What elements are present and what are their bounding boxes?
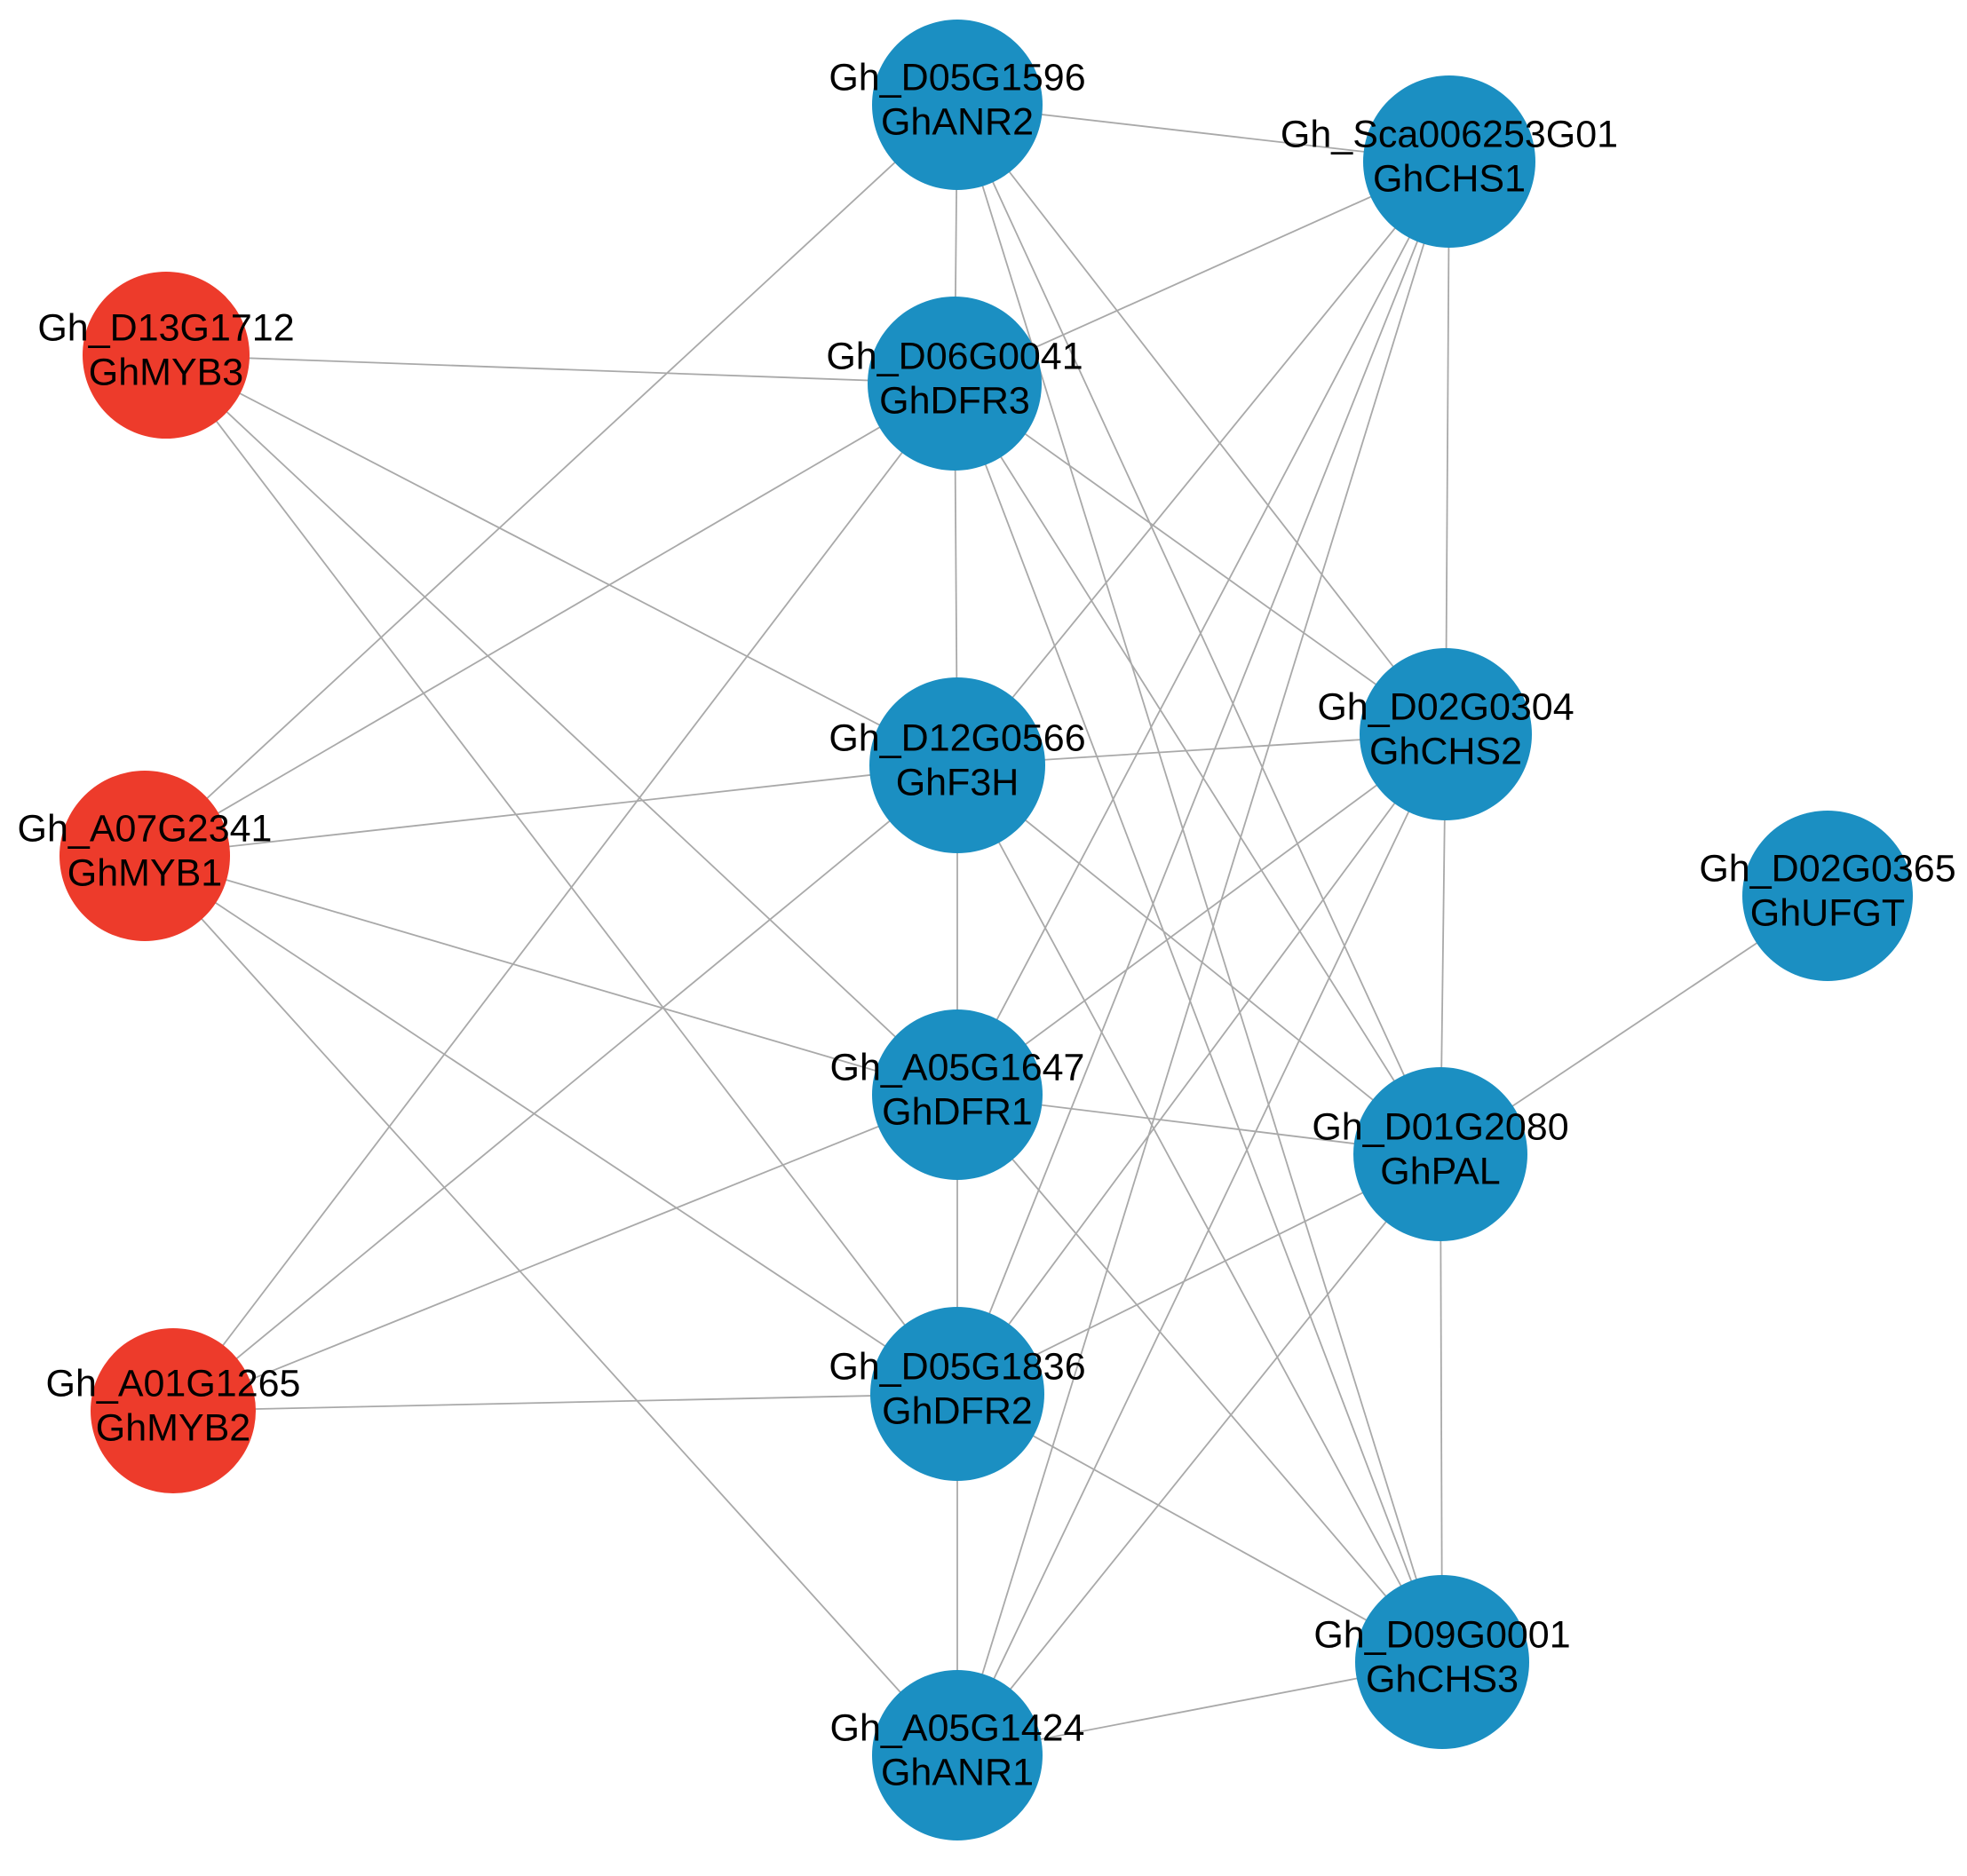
edge-Sca006253G01-A05G1424: [956, 161, 1450, 1756]
node-gene-name-label: GhMYB2: [96, 1406, 250, 1449]
node-gene-name-label: GhDFR1: [882, 1090, 1033, 1133]
node-gene-id-label: Gh_A05G1424: [830, 1706, 1085, 1749]
edge-D02G0304-A05G1647: [956, 733, 1447, 1096]
node-circle[interactable]: [872, 20, 1043, 190]
node-gene-id-label: Gh_D06G0041: [826, 335, 1083, 377]
edge-A05G1647-A01G1265: [172, 1094, 958, 1412]
node-gene-id-label: Gh_D05G1836: [829, 1345, 1085, 1388]
node-gene-name-label: GhPAL: [1380, 1150, 1500, 1192]
edge-D05G1836-D09G0001: [956, 1393, 1443, 1663]
node-gene-id-label: Gh_D09G0001: [1313, 1613, 1570, 1656]
node-circle[interactable]: [1363, 75, 1535, 248]
node-gene-id-label: Gh_A05G1647: [830, 1046, 1085, 1088]
edge-D12G0566-D09G0001: [956, 764, 1443, 1663]
edge-D06G0041-A07G2341: [144, 383, 956, 857]
node-gene-id-label: Gh_D12G0566: [829, 716, 1085, 759]
node-gene-id-label: Gh_Sca006253G01: [1281, 113, 1618, 155]
node-gene-name-label: GhMYB1: [67, 851, 222, 894]
edge-D12G0566-A07G2341: [144, 764, 958, 857]
edge-D06G0041-A01G1265: [172, 383, 956, 1412]
node-gene-name-label: GhDFR2: [882, 1389, 1033, 1432]
node-gene-name-label: GhCHS2: [1369, 730, 1522, 772]
node-circle[interactable]: [1742, 811, 1913, 981]
node-gene-id-label: Gh_D01G2080: [1312, 1105, 1568, 1148]
edge-A07G2341-D05G1836: [144, 855, 958, 1395]
node-circle[interactable]: [872, 1009, 1043, 1180]
node-gene-id-label: Gh_D13G1712: [37, 306, 294, 349]
edge-Sca006253G01-D12G0566: [956, 161, 1450, 766]
node-gene-id-label: Gh_D02G0304: [1317, 685, 1574, 728]
edge-D13G1712-D12G0566: [165, 354, 958, 766]
edge-D02G0304-D05G1836: [956, 733, 1447, 1395]
node-circle[interactable]: [869, 677, 1045, 853]
node-gene-id-label: Gh_D05G1596: [829, 56, 1085, 99]
node-gene-id-label: Gh_A07G2341: [18, 807, 273, 850]
node-circle[interactable]: [1360, 648, 1532, 820]
edge-D01G2080-D05G1836: [956, 1153, 1441, 1395]
node-circle[interactable]: [83, 272, 250, 439]
node-gene-id-label: Gh_D02G0365: [1699, 847, 1955, 890]
node-gene-name-label: GhANR1: [881, 1751, 1034, 1793]
edge-D05G1596-D02G0304: [956, 104, 1447, 735]
edge-D13G1712-D06G0041: [165, 354, 956, 384]
edge-D06G0041-D09G0001: [954, 383, 1443, 1663]
node-circle[interactable]: [91, 1328, 256, 1493]
node-circle[interactable]: [872, 1670, 1043, 1840]
node-gene-id-label: Gh_A01G1265: [46, 1362, 301, 1405]
node-circle[interactable]: [1353, 1067, 1527, 1241]
node-circle[interactable]: [59, 771, 230, 941]
edge-D05G1596-A07G2341: [144, 104, 958, 857]
edge-A01G1265-D05G1836: [172, 1393, 958, 1412]
edge-D05G1596-D01G2080: [956, 104, 1441, 1155]
edge-D01G2080-A05G1424: [956, 1153, 1441, 1756]
edge-D13G1712-D05G1836: [165, 354, 958, 1395]
node-gene-name-label: GhMYB3: [89, 351, 243, 393]
node-gene-name-label: GhUFGT: [1750, 891, 1905, 934]
node-gene-name-label: GhF3H: [896, 761, 1019, 803]
edge-A05G1647-D09G0001: [956, 1094, 1443, 1663]
edge-D12G0566-D01G2080: [956, 764, 1441, 1155]
edge-D13G1712-A05G1647: [165, 354, 958, 1096]
edge-D06G0041-D01G2080: [954, 383, 1441, 1155]
edge-D12G0566-A01G1265: [172, 764, 958, 1412]
node-circle[interactable]: [1355, 1575, 1529, 1749]
node-circle[interactable]: [870, 1307, 1044, 1481]
edge-Sca006253G01-D06G0041: [954, 161, 1450, 384]
node-gene-name-label: GhCHS1: [1373, 157, 1526, 200]
node-circle[interactable]: [868, 297, 1042, 471]
edge-D06G0041-D02G0304: [954, 383, 1447, 735]
node-gene-name-label: GhDFR3: [879, 379, 1030, 422]
edge-A07G2341-A05G1424: [144, 855, 958, 1756]
edge-Sca006253G01-A05G1647: [956, 161, 1450, 1096]
edge-D02G0304-A05G1424: [956, 733, 1447, 1756]
node-gene-name-label: GhANR2: [881, 100, 1034, 143]
edge-Sca006253G01-D02G0304: [1445, 161, 1450, 735]
edge-A07G2341-A05G1647: [144, 855, 958, 1096]
node-gene-name-label: GhCHS3: [1366, 1658, 1519, 1700]
